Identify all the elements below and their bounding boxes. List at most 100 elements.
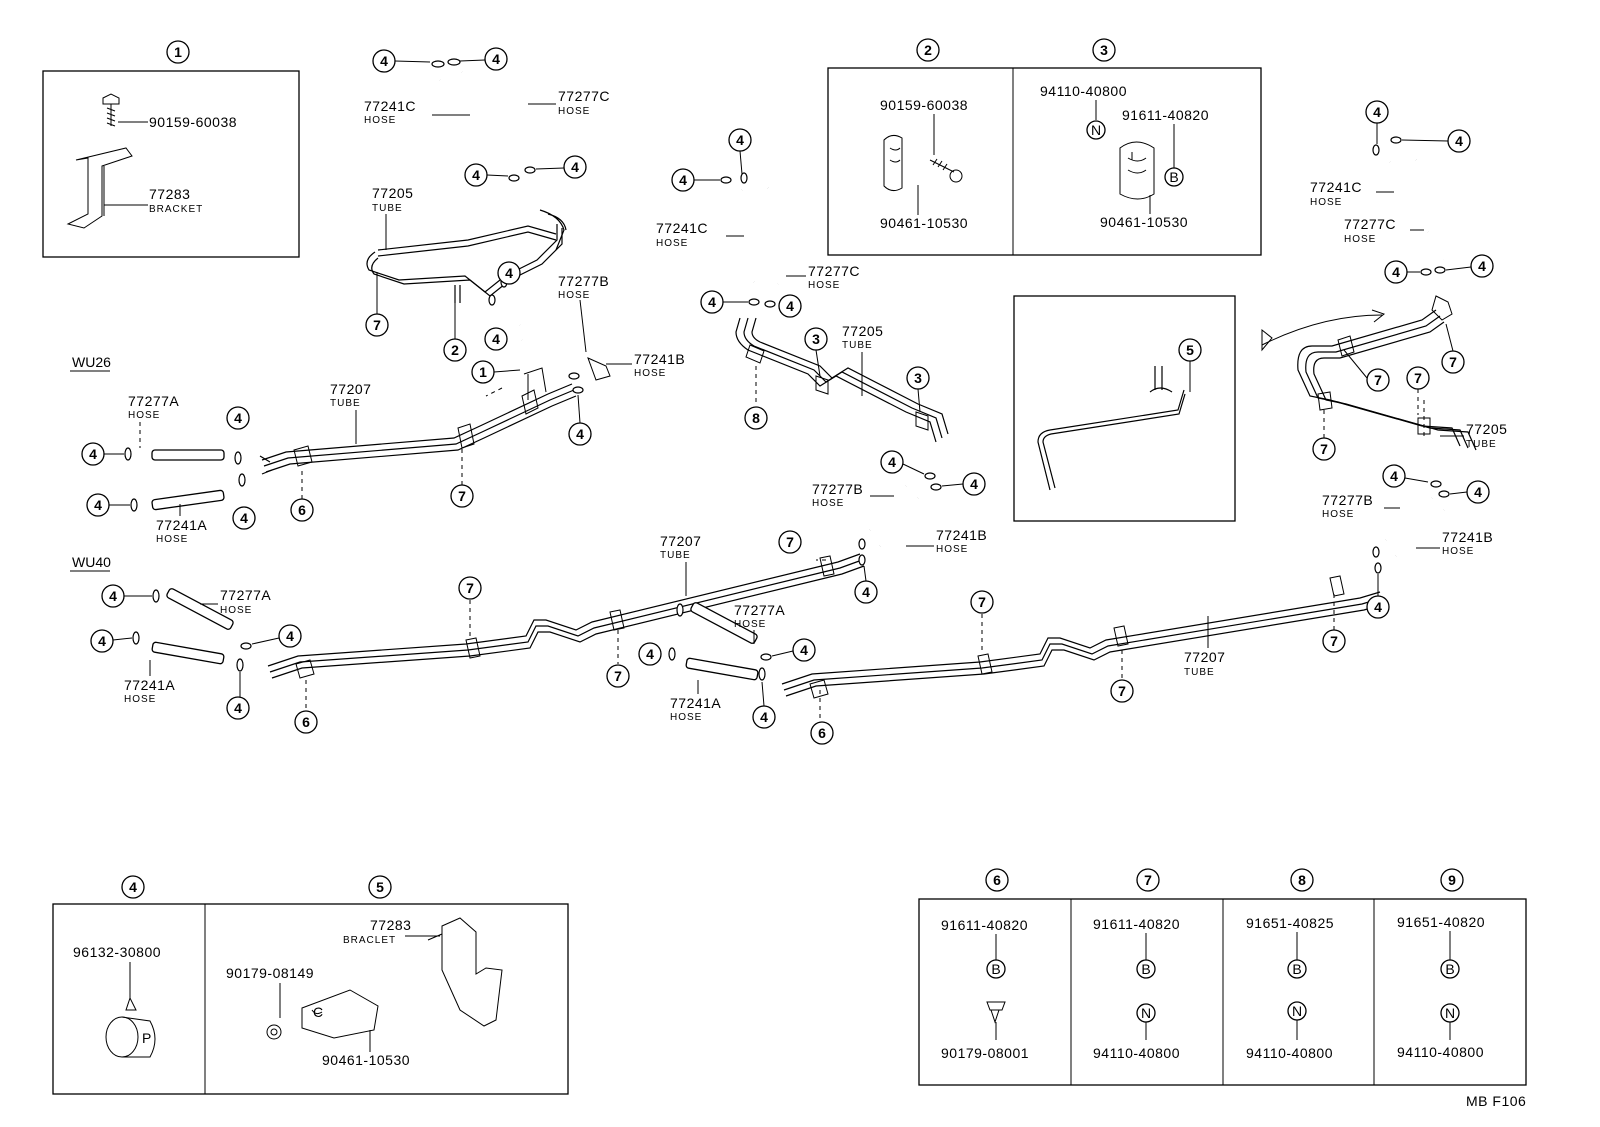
part-number: 91611-40820 xyxy=(941,917,1028,933)
svg-text:7: 7 xyxy=(1330,633,1338,649)
part-number: 77241B xyxy=(1442,529,1493,545)
callout-4: 4 xyxy=(563,155,587,179)
part-number: 90159-60038 xyxy=(880,97,968,113)
callout-4: 4 xyxy=(497,261,521,285)
svg-text:4: 4 xyxy=(1478,258,1486,274)
callout-4: 4 xyxy=(671,168,695,192)
svg-text:4: 4 xyxy=(1374,599,1382,615)
svg-text:N: N xyxy=(1445,1005,1455,1021)
svg-text:7: 7 xyxy=(786,534,794,550)
svg-text:4: 4 xyxy=(571,159,579,175)
callout-4: 4 xyxy=(484,47,508,71)
hose-clip-icon: P xyxy=(105,996,156,1058)
svg-text:3: 3 xyxy=(1100,42,1108,58)
svg-text:4: 4 xyxy=(109,588,117,604)
callout-4: 4 xyxy=(81,442,105,466)
part-name: TUBE xyxy=(372,203,403,214)
callout-4: 4 xyxy=(880,450,904,474)
svg-text:4: 4 xyxy=(492,51,500,67)
part-number: 77205 xyxy=(842,323,883,339)
wu40-section: WU40 xyxy=(70,472,1450,720)
part-name: HOSE xyxy=(558,290,590,301)
svg-text:4: 4 xyxy=(708,294,716,310)
svg-text:4: 4 xyxy=(505,265,513,281)
clamp-icon xyxy=(1119,141,1155,200)
callout-4: 4 xyxy=(90,629,114,653)
callout-5: 5 xyxy=(1178,338,1202,362)
part-number: 91611-40820 xyxy=(1122,107,1209,123)
svg-text:B: B xyxy=(991,961,1000,977)
svg-text:4: 4 xyxy=(129,879,137,895)
svg-text:7: 7 xyxy=(1118,683,1126,699)
svg-text:2: 2 xyxy=(924,42,932,58)
part-name: HOSE xyxy=(1442,546,1474,557)
part-name: HOSE xyxy=(1322,509,1354,520)
wu26-section: WU26 xyxy=(70,58,611,512)
callout-4: 4 xyxy=(1382,464,1406,488)
svg-text:4: 4 xyxy=(234,410,242,426)
callout-4: 4 xyxy=(728,128,752,152)
part-number: 77207 xyxy=(1184,649,1225,665)
svg-text:4: 4 xyxy=(576,426,584,442)
callout-4: 4 xyxy=(372,49,396,73)
svg-text:4: 4 xyxy=(1390,468,1398,484)
svg-text:8: 8 xyxy=(752,410,760,426)
callout-4: 4 xyxy=(278,624,302,648)
part-name: HOSE xyxy=(656,238,688,249)
callout-7: 7 xyxy=(1406,366,1430,390)
part-number: 90159-60038 xyxy=(149,114,237,130)
bracket-icon xyxy=(66,147,133,229)
part-name: HOSE xyxy=(1310,197,1342,208)
callout-4: 4 xyxy=(1466,480,1490,504)
part-name: TUBE xyxy=(1466,439,1497,450)
callout-4: 4 xyxy=(1366,595,1390,619)
part-number: 91611-40820 xyxy=(1093,916,1180,932)
clamp-icon: C xyxy=(301,989,379,1039)
callout-6: 6 xyxy=(294,710,318,734)
callout-4: 4 xyxy=(1470,254,1494,278)
part-name: BRACKET xyxy=(149,204,203,215)
callout-6: 6 xyxy=(810,721,834,745)
part-number: 77277B xyxy=(812,481,863,497)
part-name: TUBE xyxy=(1184,667,1215,678)
svg-text:4: 4 xyxy=(1474,484,1482,500)
callout-5-header: 5 xyxy=(368,875,392,899)
callout-7: 7 xyxy=(606,664,630,688)
callout-4: 4 xyxy=(752,705,776,729)
svg-text:4: 4 xyxy=(89,446,97,462)
part-number: 77241A xyxy=(670,695,721,711)
svg-text:8: 8 xyxy=(1298,872,1306,888)
svg-text:4: 4 xyxy=(646,646,654,662)
part-number: 91651-40820 xyxy=(1397,914,1485,930)
svg-text:7: 7 xyxy=(614,668,622,684)
variant-label: WU40 xyxy=(72,554,111,570)
part-number: 94110-40800 xyxy=(1246,1045,1333,1061)
svg-text:4: 4 xyxy=(98,633,106,649)
callout-3-header: 3 xyxy=(1092,38,1116,62)
part-number: 77207 xyxy=(660,533,701,549)
svg-text:4: 4 xyxy=(240,510,248,526)
part-number: 77207 xyxy=(330,381,371,397)
callout-4: 4 xyxy=(962,472,986,496)
callout-4: 4 xyxy=(101,584,125,608)
svg-text:C: C xyxy=(313,1004,323,1020)
callout-4: 4 xyxy=(638,642,662,666)
svg-text:4: 4 xyxy=(1392,264,1400,280)
part-name: HOSE xyxy=(364,115,396,126)
svg-text:1: 1 xyxy=(479,364,487,380)
svg-text:4: 4 xyxy=(1455,133,1463,149)
part-number: 77277A xyxy=(734,602,785,618)
arrow-icon xyxy=(1261,314,1383,346)
part-number: 77241C xyxy=(656,220,708,236)
variant-label: WU26 xyxy=(72,354,111,370)
svg-text:2: 2 xyxy=(451,342,459,358)
part-name: HOSE xyxy=(634,368,666,379)
callout-7: 7 xyxy=(458,576,482,600)
part-name: HOSE xyxy=(670,712,702,723)
callout-7: 7 xyxy=(1366,368,1390,392)
svg-text:5: 5 xyxy=(1186,342,1194,358)
callout-4: 4 xyxy=(700,290,724,314)
part-name: TUBE xyxy=(660,550,691,561)
callout-2: 2 xyxy=(443,338,467,362)
